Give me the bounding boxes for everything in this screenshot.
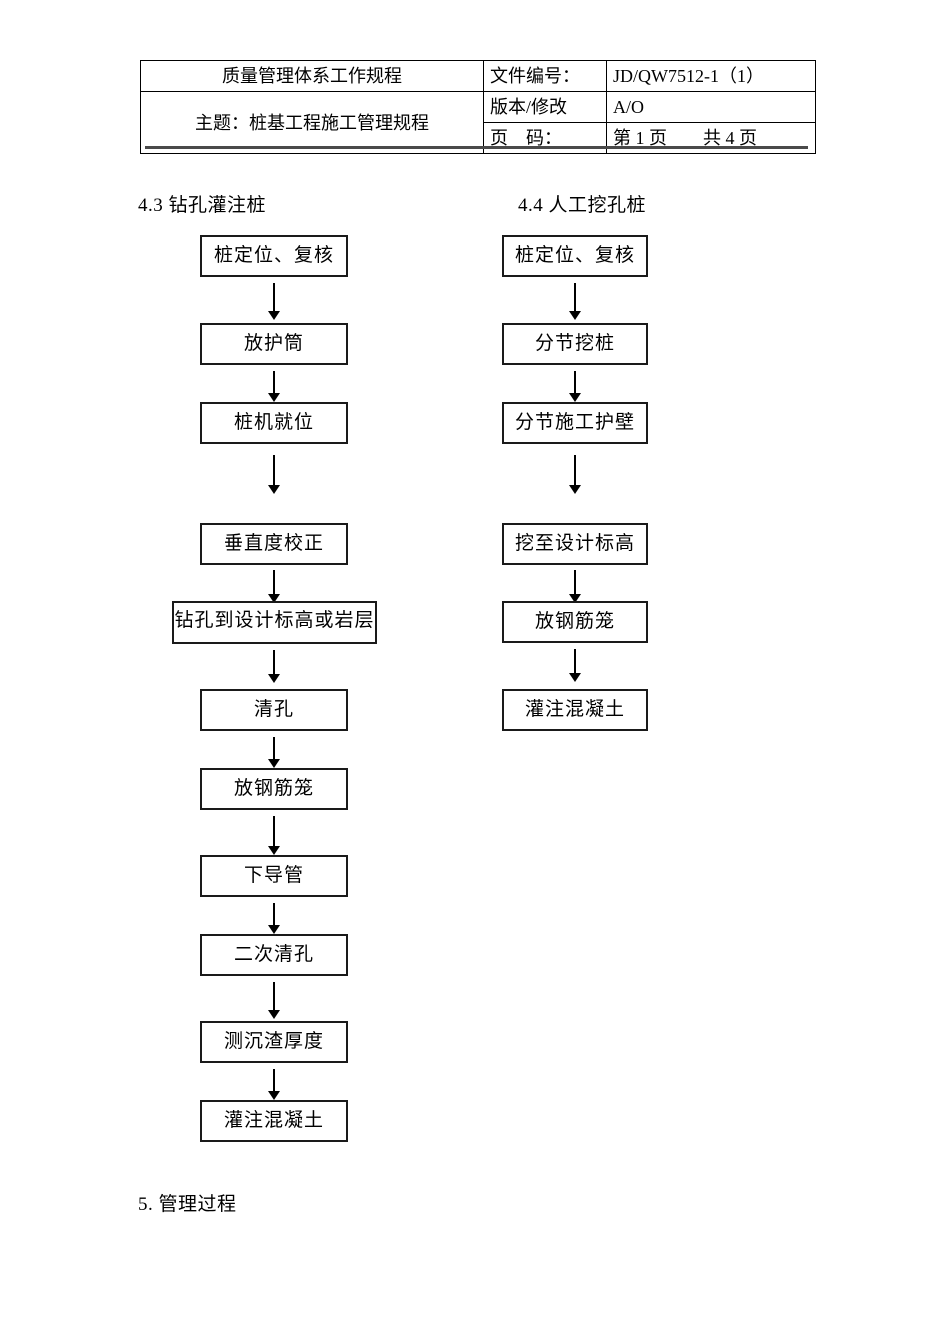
flow-box-left-4: 垂直度校正 [200, 523, 348, 565]
header-divider-rule [145, 146, 808, 149]
flow-box-left-5: 钻孔到设计标高或岩层 [172, 601, 377, 644]
flow-arrow-left-6 [267, 737, 281, 768]
flow-arrow-left-5 [267, 650, 281, 683]
header-row-version: 主题：桩基工程施工管理规程 版本/修改 A/O [140, 91, 816, 155]
header-docno-value: JD/QW7512-1（1） [606, 59, 816, 93]
section-heading-5: 5. 管理过程 [138, 1194, 237, 1215]
flow-arrow-left-1 [267, 283, 281, 320]
flow-arrow-right-5 [568, 649, 582, 682]
flow-box-right-2: 分节挖桩 [502, 323, 648, 365]
flow-box-left-10: 测沉渣厚度 [200, 1021, 348, 1063]
section-heading-4-3: 4.3 钻孔灌注桩 [138, 195, 267, 216]
flow-box-left-8: 下导管 [200, 855, 348, 897]
flow-arrow-left-10 [267, 1069, 281, 1100]
document-header-table: 质量管理体系工作规程 文件编号： JD/QW7512-1（1） 主题：桩基工程施… [140, 59, 816, 155]
header-page-label: 页 码： [483, 122, 607, 155]
flow-arrow-left-9 [267, 982, 281, 1019]
header-version-value: A/O [606, 91, 816, 124]
flow-arrow-left-8 [267, 903, 281, 934]
flow-arrow-right-1 [568, 283, 582, 320]
header-subject: 主题：桩基工程施工管理规程 [140, 91, 484, 155]
flow-arrow-left-4 [267, 570, 281, 603]
flow-box-left-1: 桩定位、复核 [200, 235, 348, 277]
flow-box-left-9: 二次清孔 [200, 934, 348, 976]
flow-box-right-1: 桩定位、复核 [502, 235, 648, 277]
flow-arrow-left-7 [267, 816, 281, 855]
header-version-label: 版本/修改 [483, 91, 607, 124]
flow-box-left-11: 灌注混凝土 [200, 1100, 348, 1142]
flow-arrow-right-4 [568, 570, 582, 603]
flow-arrow-right-3 [568, 455, 582, 494]
flow-box-left-6: 清孔 [200, 689, 348, 731]
flow-arrow-left-2 [267, 371, 281, 402]
flow-box-right-4: 挖至设计标高 [502, 523, 648, 565]
flow-box-right-6: 灌注混凝土 [502, 689, 648, 731]
flow-box-right-3: 分节施工护壁 [502, 402, 648, 444]
header-page-value: 第 1 页 共 4 页 [606, 122, 816, 155]
flow-arrow-right-2 [568, 371, 582, 402]
flow-box-right-5: 放钢筋笼 [502, 601, 648, 643]
header-docno-label: 文件编号： [483, 59, 607, 93]
flow-box-left-2: 放护筒 [200, 323, 348, 365]
flow-box-left-3: 桩机就位 [200, 402, 348, 444]
flow-box-left-7: 放钢筋笼 [200, 768, 348, 810]
section-heading-4-4: 4.4 人工挖孔桩 [518, 195, 647, 216]
header-doc-title: 质量管理体系工作规程 [140, 59, 484, 93]
header-row-title: 质量管理体系工作规程 文件编号： JD/QW7512-1（1） [140, 59, 816, 93]
flow-arrow-left-3 [267, 455, 281, 494]
